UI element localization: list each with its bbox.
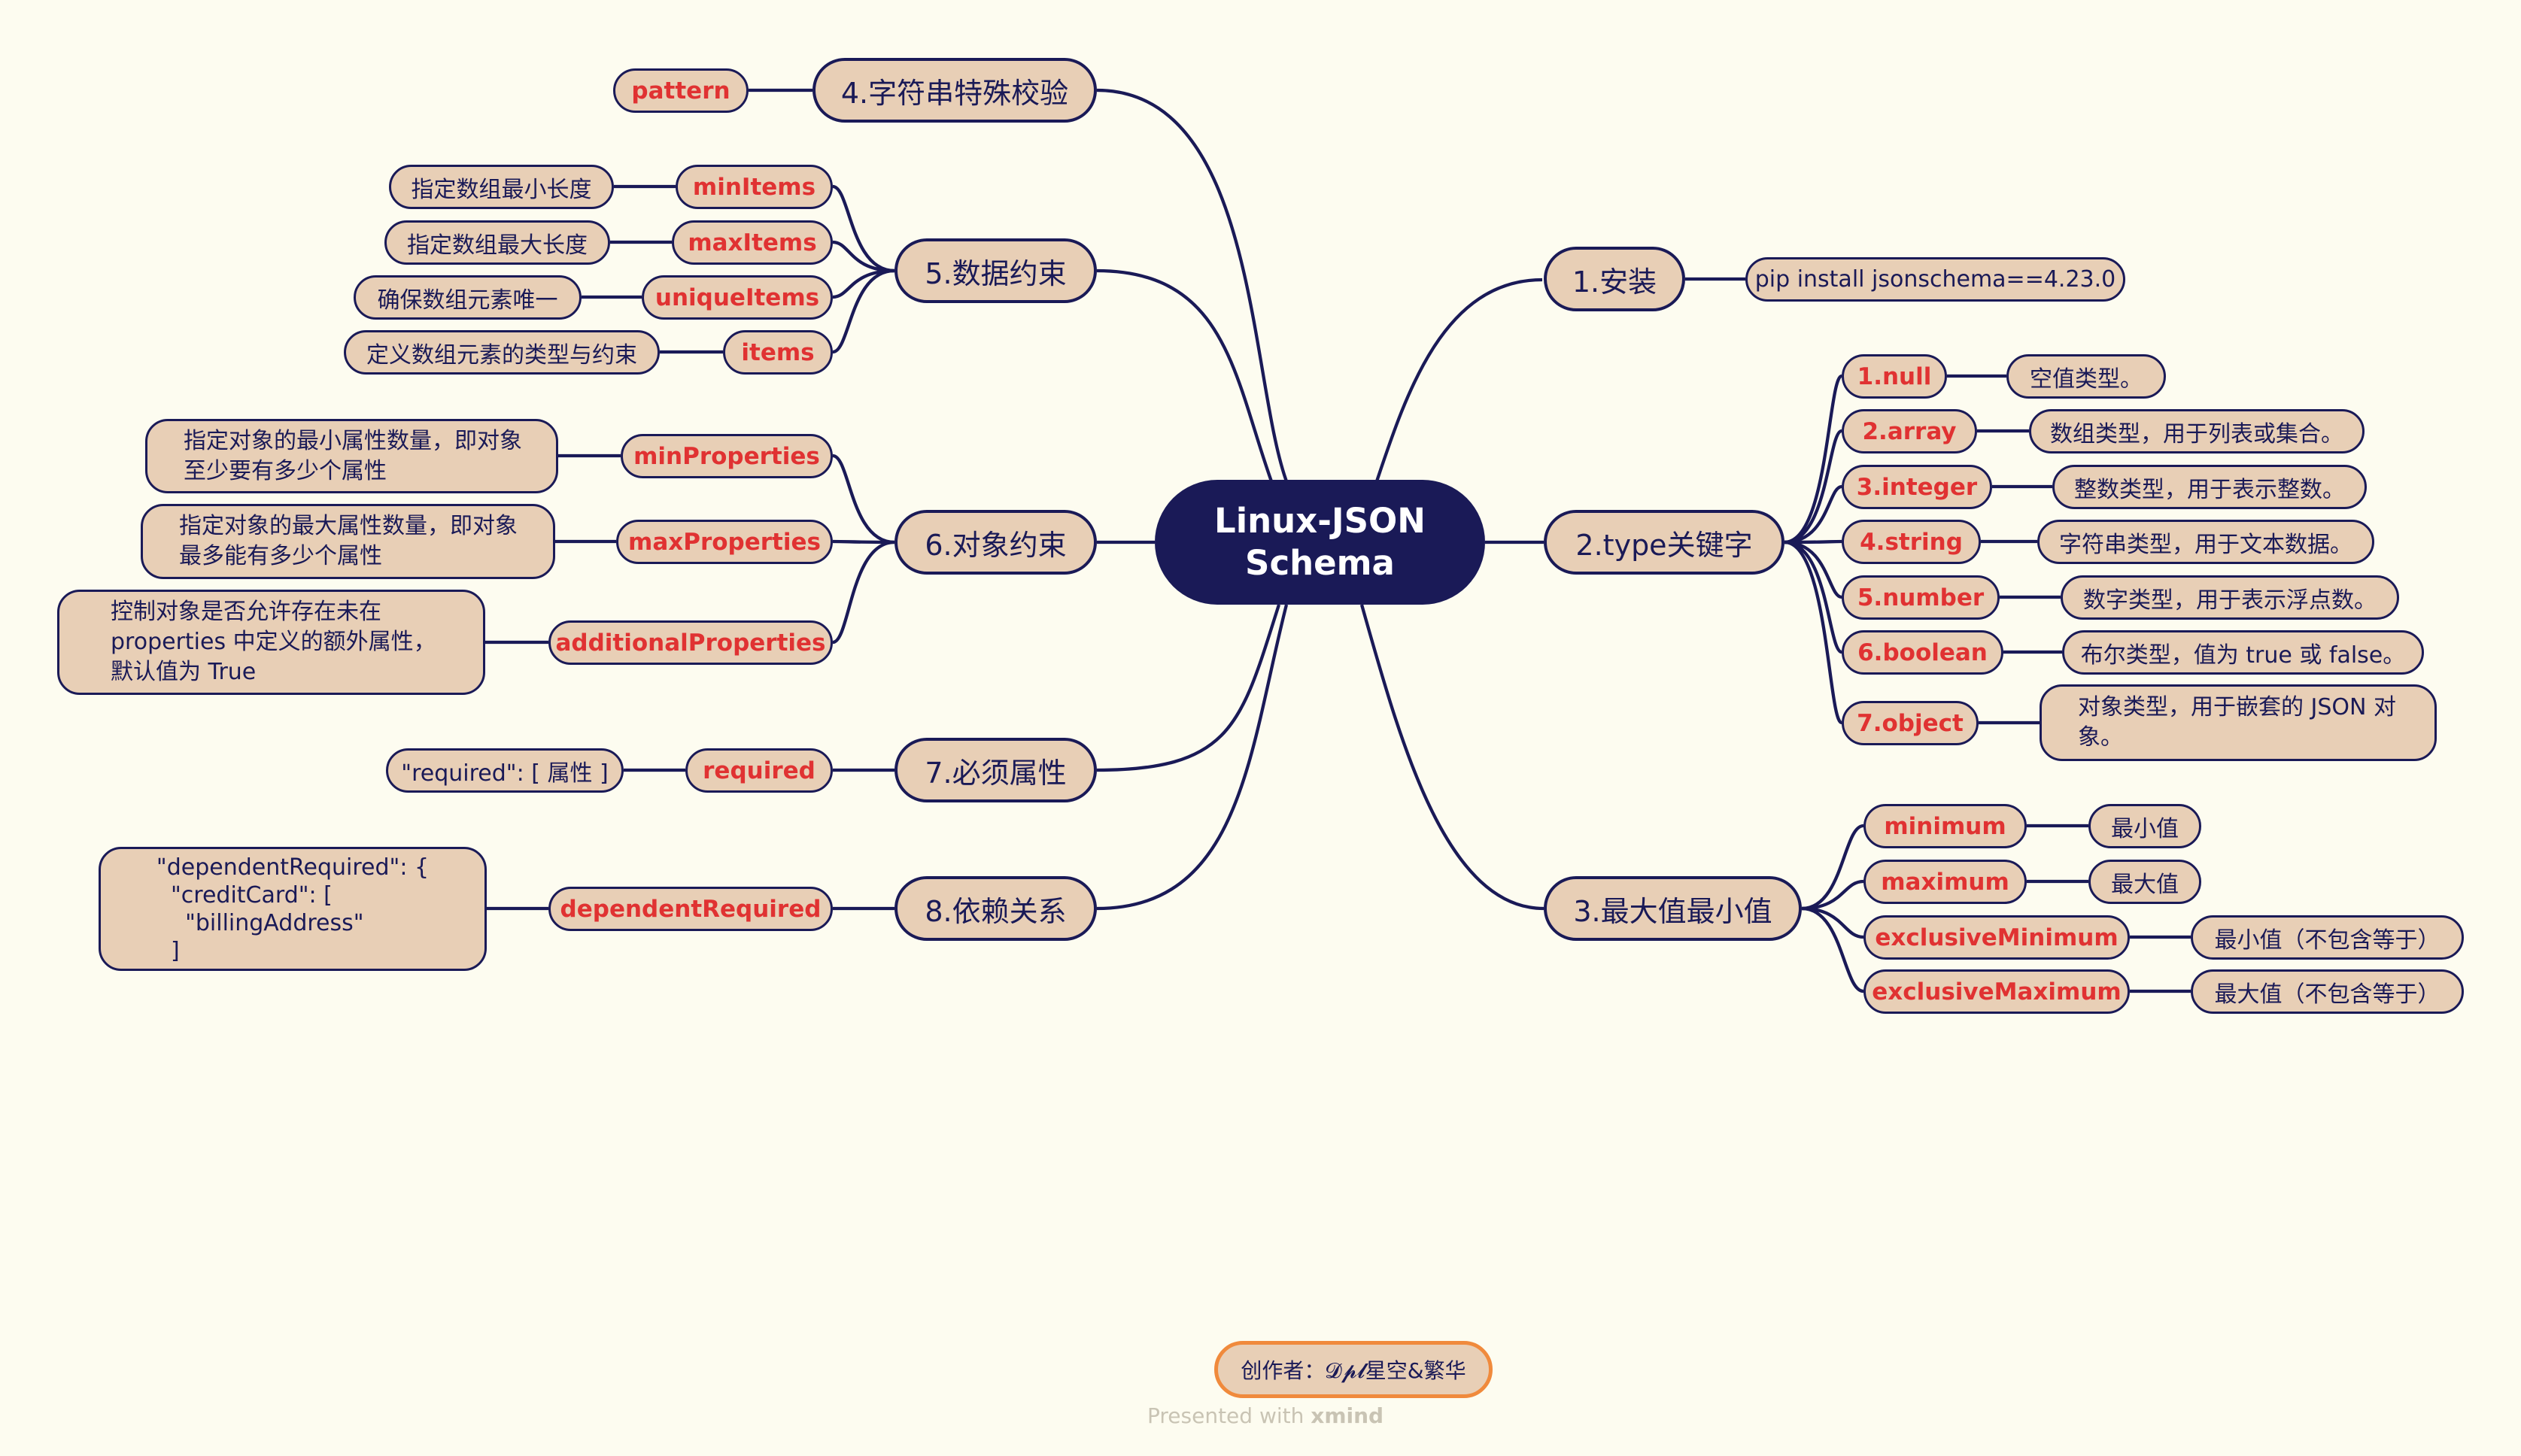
array-key-items[interactable]: items <box>723 330 833 375</box>
topic-required-properties[interactable]: 7.必须属性 <box>894 738 1097 802</box>
object-key-additional-properties[interactable]: additionalProperties <box>548 620 833 665</box>
string-key-pattern[interactable]: pattern <box>613 68 749 113</box>
minmax-desc-maximum[interactable]: 最大值 <box>2088 860 2201 904</box>
topic-type-keyword[interactable]: 2.type关键字 <box>1544 510 1784 575</box>
object-key-min-properties[interactable]: minProperties <box>621 434 833 478</box>
xmind-logo: xmind <box>1311 1403 1384 1428</box>
type-desc-boolean[interactable]: 布尔类型，值为 true 或 false。 <box>2062 630 2424 675</box>
dependent-required-key[interactable]: dependentRequired <box>548 887 833 931</box>
object-key-max-properties[interactable]: maxProperties <box>616 520 833 564</box>
array-desc-max-items[interactable]: 指定数组最大长度 <box>384 220 610 265</box>
type-desc-null[interactable]: 空值类型。 <box>2006 354 2166 399</box>
type-key-object[interactable]: 7.object <box>1842 701 1979 745</box>
minmax-key-exclusive-minimum[interactable]: exclusiveMinimum <box>1863 915 2130 960</box>
dependent-required-desc[interactable]: "dependentRequired": { "creditCard": [ "… <box>99 847 487 971</box>
type-desc-array[interactable]: 数组类型，用于列表或集合。 <box>2029 409 2365 453</box>
type-key-boolean[interactable]: 6.boolean <box>1842 630 2003 675</box>
type-key-array[interactable]: 2.array <box>1842 409 1977 453</box>
object-desc-additional-properties[interactable]: 控制对象是否允许存在未在 properties 中定义的额外属性， 默认值为 T… <box>57 590 485 695</box>
type-key-string[interactable]: 4.string <box>1842 520 1981 564</box>
required-key[interactable]: required <box>685 748 833 793</box>
type-desc-object[interactable]: 对象类型，用于嵌套的 JSON 对 象。 <box>2040 684 2437 761</box>
minmax-key-exclusive-maximum[interactable]: exclusiveMaximum <box>1863 969 2130 1014</box>
root-title-line-2: Schema <box>1245 543 1395 583</box>
topic-min-max[interactable]: 3.最大值最小值 <box>1544 876 1802 941</box>
array-desc-unique-items[interactable]: 确保数组元素唯一 <box>354 275 582 320</box>
type-desc-string[interactable]: 字符串类型，用于文本数据。 <box>2037 520 2374 564</box>
minmax-desc-minimum[interactable]: 最小值 <box>2088 804 2201 848</box>
topic-string-validation[interactable]: 4.字符串特殊校验 <box>812 58 1097 123</box>
array-key-min-items[interactable]: minItems <box>676 165 833 209</box>
minmax-key-maximum[interactable]: maximum <box>1863 860 2027 904</box>
type-key-number[interactable]: 5.number <box>1842 575 2000 620</box>
object-desc-min-properties[interactable]: 指定对象的最小属性数量，即对象 至少要有多少个属性 <box>145 419 558 493</box>
array-desc-min-items[interactable]: 指定数组最小长度 <box>389 165 614 209</box>
topic-dependencies[interactable]: 8.依赖关系 <box>894 876 1097 941</box>
type-key-integer[interactable]: 3.integer <box>1842 465 1992 509</box>
minmax-desc-exclusive-minimum[interactable]: 最小值（不包含等于） <box>2191 915 2464 960</box>
topic-array-constraints[interactable]: 5.数据约束 <box>894 238 1097 303</box>
topic-object-constraints[interactable]: 6.对象约束 <box>894 510 1097 575</box>
footer-prefix: Presented with <box>1147 1403 1311 1428</box>
minmax-desc-exclusive-maximum[interactable]: 最大值（不包含等于） <box>2191 969 2464 1014</box>
required-desc[interactable]: "required": [ 属性 ] <box>386 748 624 793</box>
object-desc-max-properties[interactable]: 指定对象的最大属性数量，即对象 最多能有多少个属性 <box>141 504 555 579</box>
footer: Presented with xmind <box>1128 1403 1580 1433</box>
type-key-null[interactable]: 1.null <box>1842 354 1947 399</box>
creator-credit[interactable]: 创作者：𝓓𝓹𝓵星空&繁华 <box>1214 1341 1493 1398</box>
array-key-max-items[interactable]: maxItems <box>672 220 833 265</box>
minmax-key-minimum[interactable]: minimum <box>1863 804 2027 848</box>
install-command[interactable]: pip install jsonschema==4.23.0 <box>1745 257 2125 302</box>
array-desc-items[interactable]: 定义数组元素的类型与约束 <box>344 330 660 375</box>
type-desc-integer[interactable]: 整数类型，用于表示整数。 <box>2052 465 2367 509</box>
root-node[interactable]: Linux-JSON Schema <box>1155 480 1485 605</box>
root-title-line-1: Linux-JSON <box>1214 501 1426 541</box>
type-desc-number[interactable]: 数字类型，用于表示浮点数。 <box>2061 575 2399 620</box>
array-key-unique-items[interactable]: uniqueItems <box>642 275 833 320</box>
topic-install[interactable]: 1.安装 <box>1544 247 1685 311</box>
